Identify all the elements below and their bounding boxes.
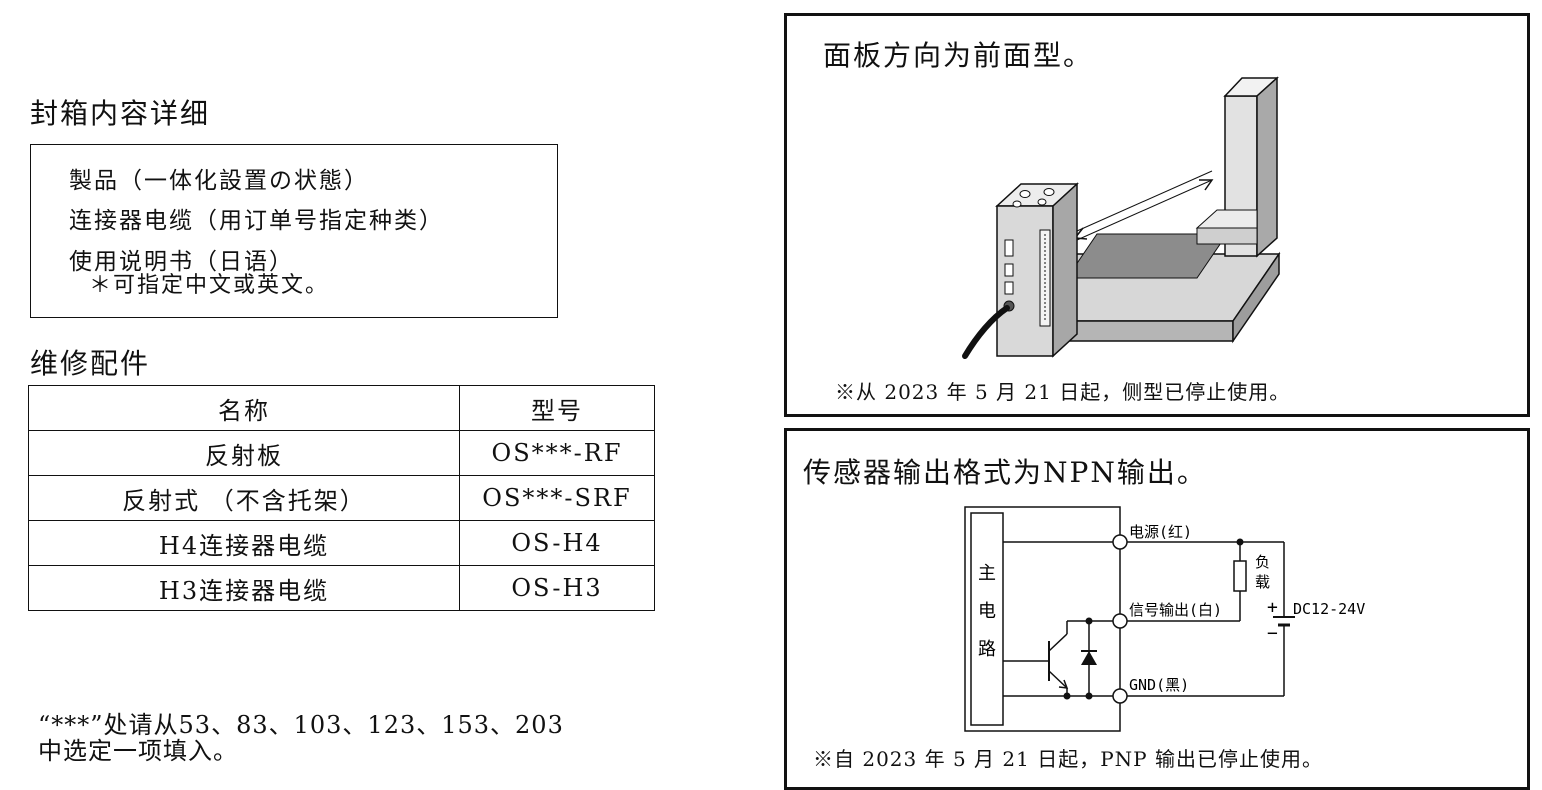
panel-front-title: 面板方向为前面型。 (823, 39, 1094, 72)
packing-item: 使用说明书（日语） (69, 249, 294, 275)
packing-item-note: ＊可指定中文或英文。 (89, 273, 330, 298)
panel-npn-output: 传感器输出格式为NPN输出。 主 电 路 负 载 + − DC12-24V (784, 428, 1530, 790)
header-name: 名称 (28, 385, 460, 431)
plus-label: + (1267, 597, 1278, 618)
packing-contents-box: 製品（一体化設置の状態） 连接器电缆（用订单号指定种类） 使用说明书（日语） ＊… (30, 144, 558, 318)
part-name: H4连接器电缆 (28, 520, 460, 566)
npn-circuit-diagram: 主 电 路 负 载 + − DC12-24V (964, 506, 1365, 732)
gnd-label: GND(黑) (1129, 676, 1189, 694)
load-label: 负 (1255, 553, 1270, 571)
panel-front-note: ※从 2023 年 5 月 21 日起，侧型已停止使用。 (835, 380, 1291, 404)
packing-item: 製品（一体化設置の状態） (69, 168, 369, 194)
table-header-row: 名称 型号 (28, 385, 655, 431)
main-label-char: 主 (978, 563, 996, 584)
signal-label: 信号输出(白) (1129, 601, 1222, 619)
part-name: H3连接器电缆 (28, 565, 460, 611)
sensor-illustration (962, 76, 1281, 359)
main-label-char: 电 (978, 601, 996, 622)
part-name: 反射式 （不含托架） (28, 475, 460, 521)
footnote-line: “***”处请从53、83、103、123、153、203 (38, 711, 564, 739)
parts-title: 维修配件 (30, 347, 151, 380)
power-label: 电源(红) (1129, 523, 1192, 541)
part-model: OS***-SRF (459, 475, 655, 521)
minus-label: − (1267, 623, 1278, 644)
footnote-line: 中选定一项填入。 (38, 737, 238, 765)
load-label: 载 (1255, 573, 1270, 591)
packing-item: 连接器电缆（用订单号指定种类） (69, 208, 444, 234)
header-model: 型号 (459, 385, 655, 431)
part-model: OS-H3 (459, 565, 655, 611)
panel-front-type: 面板方向为前面型。 ※从 20 (784, 13, 1530, 417)
table-row: H4连接器电缆 OS-H4 (28, 520, 655, 566)
part-model: OS-H4 (459, 520, 655, 566)
table-row: H3连接器电缆 OS-H3 (28, 565, 655, 611)
packing-title: 封箱内容详细 (30, 97, 211, 130)
panel-output-note: ※自 2023 年 5 月 21 日起，PNP 输出已停止使用。 (813, 747, 1323, 771)
table-row: 反射式 （不含托架） OS***-SRF (28, 475, 655, 521)
part-model: OS***-RF (459, 430, 655, 476)
panel-output-title: 传感器输出格式为NPN输出。 (803, 456, 1207, 489)
parts-table: 名称 型号 反射板 OS***-RF 反射式 （不含托架） OS***-SRF … (28, 385, 655, 611)
supply-label: DC12-24V (1293, 600, 1365, 618)
main-label-char: 路 (978, 639, 996, 660)
model-footnote: “***”处请从53、83、103、123、153、203 中选定一项填入。 (38, 712, 564, 764)
table-row: 反射板 OS***-RF (28, 430, 655, 476)
part-name: 反射板 (28, 430, 460, 476)
